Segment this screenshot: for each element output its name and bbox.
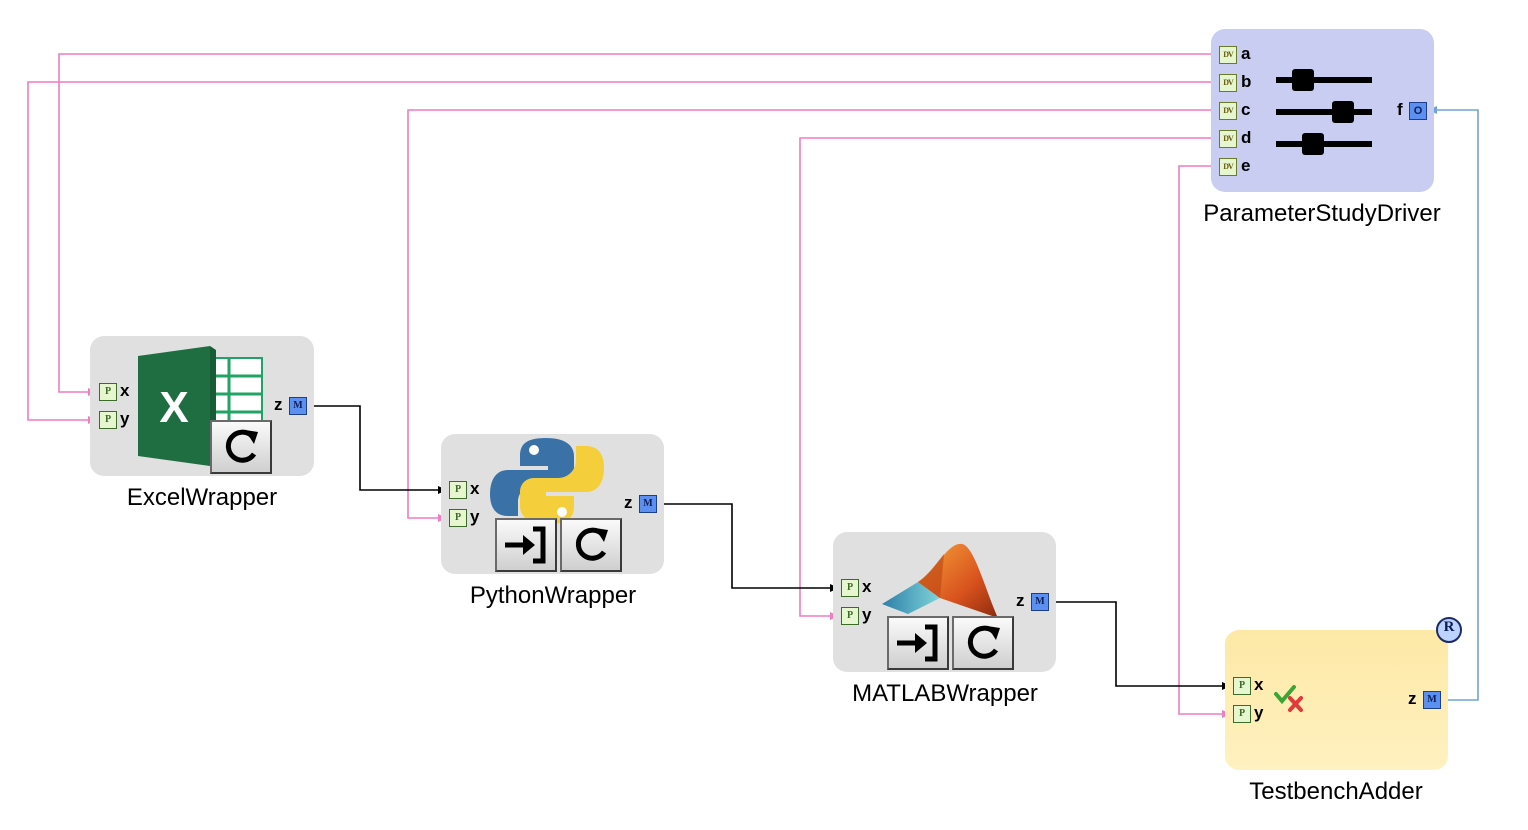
refresh-icon [575,527,608,561]
input-port-a[interactable]: DV [1219,46,1237,64]
wire-matlab-z-to-testbench-x[interactable] [1049,601,1231,690]
sliders-icon [1276,69,1372,155]
port-label-z: z [274,395,283,414]
block-label-parameter-study-driver: ParameterStudyDriver [1203,200,1441,227]
port-label-z: z [1408,689,1417,708]
port-label-x: x [862,577,872,596]
refresh-button[interactable] [210,420,272,474]
import-button[interactable] [495,518,557,572]
input-port-x[interactable]: P [449,481,467,499]
port-label-y: y [120,409,130,428]
block-label-testbench-adder: TestbenchAdder [1249,778,1423,805]
port-label-y: y [862,605,872,624]
port-label-a: a [1241,44,1251,63]
wire-python-z-to-matlab-x[interactable] [657,503,839,592]
input-port-x[interactable]: P [1233,677,1251,695]
badge-label: R [1443,619,1455,635]
input-port-y[interactable]: P [841,607,859,625]
input-port-e[interactable]: DV [1219,158,1237,176]
input-port-x[interactable]: P [841,579,859,597]
refresh-button[interactable] [952,616,1014,670]
import-icon [505,526,546,564]
output-port-z[interactable]: M [1031,593,1049,611]
input-port-c[interactable]: DV [1219,102,1237,120]
port-label-b: b [1241,72,1252,91]
output-port-z[interactable]: M [1423,691,1441,709]
svg-text:X: X [159,383,188,432]
port-label-c: c [1241,100,1251,119]
wire-d-to-matlab-y[interactable] [799,137,1218,620]
port-label-x: x [1254,675,1264,694]
output-port-z[interactable]: M [639,495,657,513]
port-label-d: d [1241,128,1252,147]
wire-b-to-excel-y[interactable] [27,81,1218,424]
port-label-f: f [1397,100,1403,119]
port-label-x: x [470,479,480,498]
check-cross-icon [1274,685,1303,712]
import-icon [897,624,938,662]
testbench-adder-block[interactable] [1225,630,1448,770]
input-port-y[interactable]: P [1233,705,1251,723]
refresh-icon [225,429,258,463]
port-label-y: y [1254,703,1264,722]
input-port-b[interactable]: DV [1219,74,1237,92]
port-label-x: x [120,381,130,400]
wire-testbench-z-to-driver-f[interactable] [1428,106,1479,701]
port-label-z: z [624,493,633,512]
import-button[interactable] [887,616,949,670]
port-label-z: z [1016,591,1025,610]
wire-c-to-python-y[interactable] [407,109,1218,522]
refresh-button[interactable] [560,518,622,572]
registered-badge-icon: R [1436,617,1462,643]
wire-e-to-testbench-y[interactable] [1178,165,1231,718]
input-port-y[interactable]: P [449,509,467,527]
output-port-f[interactable]: O [1409,102,1427,120]
wire-a-to-excel-x[interactable] [58,53,1218,396]
block-label-excel-wrapper: ExcelWrapper [126,484,278,511]
matlab-logo-icon [882,543,998,618]
refresh-icon [967,625,1000,659]
block-label-python-wrapper: PythonWrapper [469,582,637,609]
input-port-x[interactable]: P [99,383,117,401]
wire-excel-z-to-python-x[interactable] [307,405,447,494]
python-logo-icon [490,438,604,524]
port-label-e: e [1241,156,1251,175]
port-label-y: y [470,507,480,526]
output-port-z[interactable]: M [289,397,307,415]
block-label-matlab-wrapper: MATLABWrapper [852,680,1038,707]
input-port-y[interactable]: P [99,411,117,429]
input-port-d[interactable]: DV [1219,130,1237,148]
